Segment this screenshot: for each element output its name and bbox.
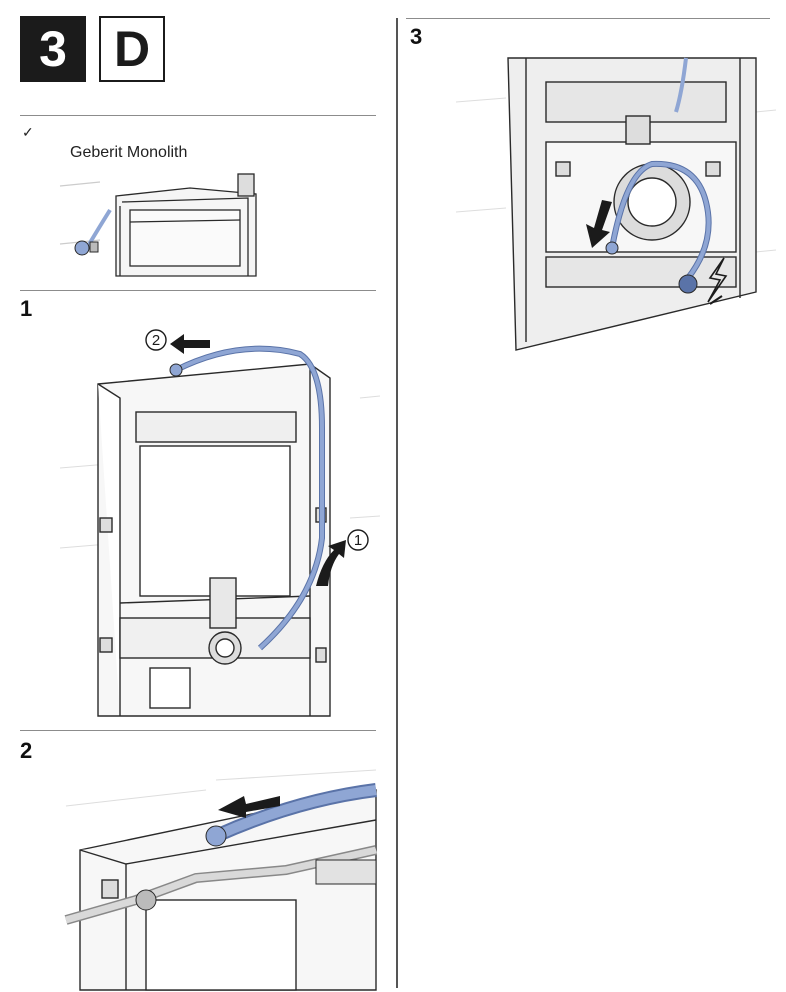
step-2-illustration xyxy=(64,769,378,991)
prerequisite-illustration xyxy=(59,173,257,277)
lightning-icon xyxy=(707,257,728,303)
column-divider xyxy=(396,18,398,988)
arrow-left-icon xyxy=(218,796,280,818)
rule-step3 xyxy=(406,18,770,19)
step-badge: 3 xyxy=(20,16,86,82)
variant-badge: D xyxy=(99,16,165,82)
rule-step2 xyxy=(20,730,376,731)
step-3-illustration xyxy=(455,57,777,351)
rule-step1 xyxy=(20,290,376,291)
step-1-illustration: 2 1 xyxy=(59,329,381,717)
callout-2: 2 xyxy=(152,332,160,349)
step-2-number: 2 xyxy=(20,738,33,763)
arrow-up-icon xyxy=(316,540,346,586)
checkmark-icon: ✓ xyxy=(22,124,34,140)
arrow-left-icon xyxy=(170,334,210,354)
arrow-down-icon xyxy=(586,200,612,248)
callout-1: 1 xyxy=(354,532,362,549)
product-name: Geberit Monolith xyxy=(70,144,188,161)
step-1-number: 1 xyxy=(20,296,33,321)
rule-top-left xyxy=(20,115,376,116)
step-3-number: 3 xyxy=(410,24,423,49)
